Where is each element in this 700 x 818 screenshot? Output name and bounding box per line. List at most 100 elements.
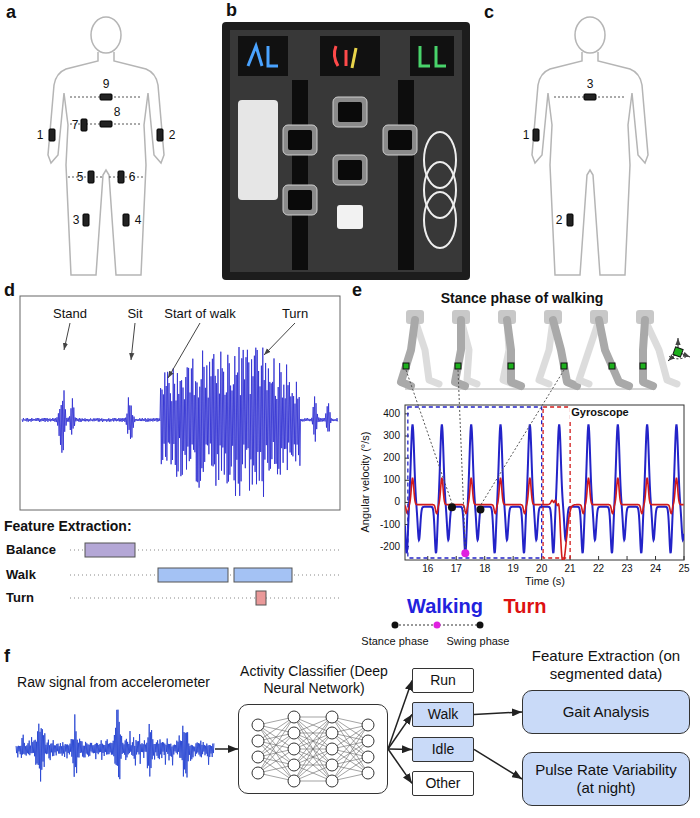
phase-dot (477, 622, 484, 629)
foam-insert (230, 30, 462, 272)
annotation-label: Walking (407, 594, 483, 618)
pointer-arrow (264, 323, 295, 355)
watch-body (283, 185, 317, 215)
tick-label: 0 (394, 496, 400, 508)
stance-leg (507, 320, 521, 386)
compartment (238, 36, 288, 76)
shank-sensor (609, 363, 615, 369)
tag-yellow (352, 48, 356, 68)
class-box: Other (412, 771, 474, 796)
tick-label: 19 (508, 563, 519, 575)
annotation-label: Feature Extraction (on segmented data) (519, 647, 694, 683)
neuron (326, 711, 338, 723)
stance-leg (455, 320, 465, 386)
annotation-label: Sit (127, 306, 142, 322)
wearable-sensor (88, 171, 94, 183)
tick-label: 16 (422, 563, 433, 575)
tag-red (334, 46, 346, 66)
connector-arrow (215, 748, 238, 750)
power-brick (238, 100, 278, 200)
tick-mark (684, 556, 685, 560)
callout-number: 1 (37, 128, 44, 142)
neuron (288, 759, 300, 771)
callout-number: 6 (129, 170, 136, 184)
sensor-strap (109, 177, 144, 178)
tick-mark (598, 556, 599, 560)
body-silhouette (48, 52, 164, 275)
plot-frame (405, 405, 684, 560)
callout-number: 2 (556, 213, 563, 227)
annotation-label: Angular velocity (°/s) (359, 432, 372, 533)
annotation-label: Balance (6, 542, 56, 558)
wearable-sensor (157, 129, 163, 141)
shank-sensor (561, 363, 567, 369)
tick-label: 100 (383, 474, 400, 486)
callout-number: 4 (135, 213, 142, 227)
annotation-label: Swing phase (447, 635, 510, 648)
connector-arrow (388, 714, 412, 749)
stance-leg (599, 320, 629, 386)
callout-number: 7 (72, 118, 79, 132)
neuron (362, 735, 374, 747)
classifier-box: Activity Classifier (Deep Neural Network… (238, 704, 388, 794)
network-link (294, 733, 332, 781)
wearable-sensor (118, 171, 124, 183)
tick-label: 400 (383, 408, 400, 420)
connector-arrow (388, 748, 412, 750)
walking-window (408, 407, 542, 558)
tick-label: 22 (593, 563, 604, 575)
watch-body (283, 125, 317, 155)
box-heading: Activity Classifier (Deep Neural Network… (232, 663, 397, 697)
watch-screen (338, 102, 362, 122)
signal-panel: Raw signal from accelerometer (12, 704, 215, 794)
neuron (252, 735, 264, 747)
class-box: Run (412, 668, 474, 693)
wearable-sensor (81, 119, 87, 131)
cable-coil (424, 132, 456, 188)
tick-mark (456, 556, 457, 560)
annotation-label: Turn (6, 590, 34, 606)
tick-label: 18 (479, 563, 490, 575)
neuron (326, 775, 338, 787)
body-silhouette (532, 52, 648, 275)
neuron (326, 759, 338, 771)
annotation-label: Time (s) (525, 575, 565, 588)
panel-letter: d (4, 280, 15, 302)
signal-trace (22, 347, 338, 497)
box-label: Run (416, 672, 470, 689)
watch-body (333, 97, 367, 127)
charger (337, 205, 363, 229)
box-label: Other (416, 775, 470, 792)
shank-sensor (403, 363, 409, 369)
annotation-label: Stand (53, 306, 87, 322)
stance-leg (643, 320, 653, 386)
wearable-sensor (567, 214, 573, 226)
body-outline (48, 17, 164, 275)
head (91, 17, 121, 53)
tag-blue (248, 46, 278, 66)
tick-mark (655, 556, 656, 560)
wearable-sensor (100, 121, 112, 127)
segment-bar (256, 591, 266, 605)
pointer-arrow (131, 323, 135, 360)
leader-line (480, 370, 564, 505)
tick-label: -100 (380, 519, 400, 531)
connector-arrow (388, 680, 412, 749)
leader-line (406, 370, 452, 503)
tick-label: 24 (650, 563, 661, 575)
analysis-box: Pulse Rate Variability (at night) (522, 752, 690, 806)
tick-mark (405, 480, 409, 481)
annotation-label: Stance phase of walking (441, 290, 604, 307)
tick-label: 25 (678, 563, 689, 575)
callout-number: 9 (103, 77, 110, 91)
shank-sensor (640, 363, 646, 369)
watch-screen (288, 190, 312, 210)
tick-label: -200 (380, 541, 400, 553)
neuron (288, 727, 300, 739)
neuron (252, 751, 264, 763)
cable-coil (424, 162, 456, 218)
box-heading: Raw signal from accelerometer (12, 674, 215, 691)
watch-strap (398, 80, 414, 270)
leader-line (458, 370, 465, 549)
swing-leg (645, 320, 677, 384)
